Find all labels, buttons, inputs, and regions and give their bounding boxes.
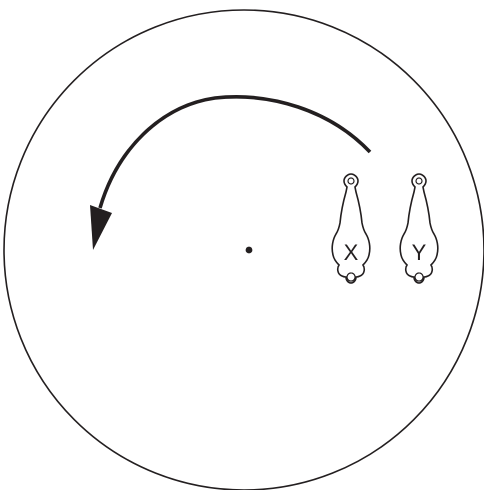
- center-dot: [246, 247, 253, 254]
- figure-x-label: X: [344, 240, 359, 265]
- figure-y: Y: [400, 174, 438, 283]
- arrow-arc: [100, 97, 370, 208]
- figure-x-head-detail: [347, 178, 355, 281]
- figure-x: X: [332, 174, 370, 283]
- figure-y-head-detail: [415, 178, 423, 281]
- arrowhead-icon: [90, 205, 112, 250]
- figure-y-label: Y: [412, 240, 427, 265]
- rotation-arrow: [90, 97, 370, 250]
